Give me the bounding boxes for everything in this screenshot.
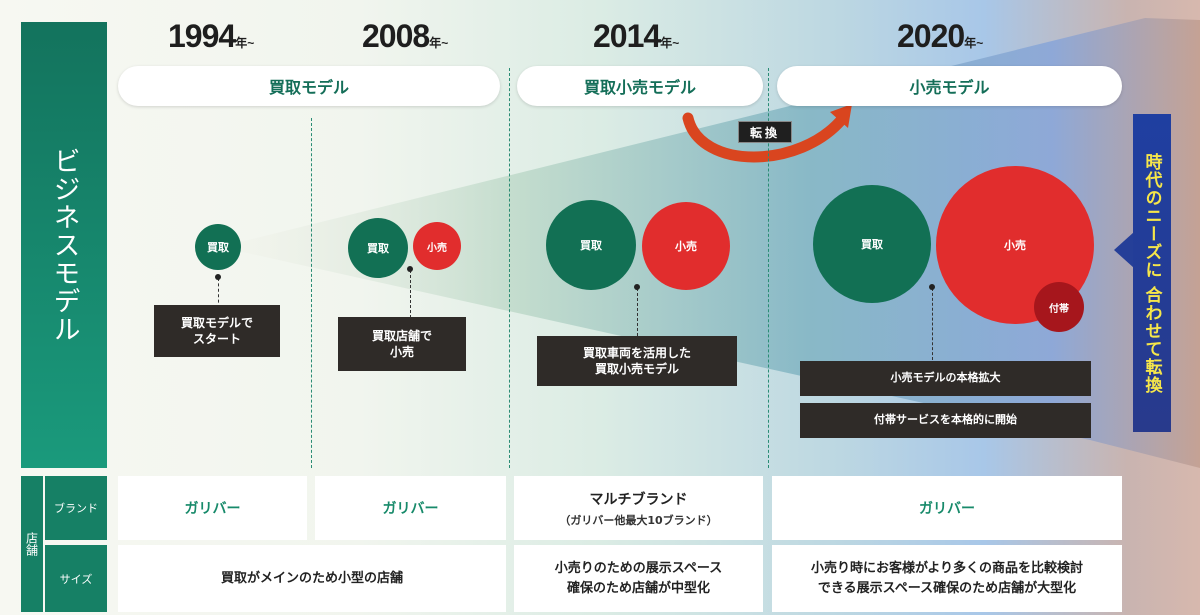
year-2020: 2020年~	[897, 18, 984, 54]
buy-retail-model-pill: 買取小売モデル	[517, 66, 763, 106]
business-model-label: ビジネスモデル	[48, 147, 80, 343]
brand-cell-1994: ガリバー	[118, 476, 307, 540]
store-header: 店舗	[21, 476, 43, 612]
year-1994: 1994年~	[168, 18, 255, 54]
size-header: サイズ	[45, 545, 107, 612]
connector-2008	[410, 270, 411, 318]
size-cell-2020: 小売り時にお客様がより多くの商品を比較検討 できる展示スペース確保のため店舗が大…	[772, 545, 1122, 612]
connector-2014	[637, 288, 638, 336]
retail-model-pill: 小売モデル	[777, 66, 1122, 106]
brand-header: ブランド	[45, 476, 107, 540]
dot-1994	[215, 274, 221, 280]
divider-2020	[768, 68, 769, 468]
divider-2008	[311, 118, 312, 468]
circle-retail-2014: 小売	[642, 202, 730, 290]
needs-banner: 時代のニーズに 合わせて転換	[1133, 114, 1171, 432]
brand-cell-2008: ガリバー	[315, 476, 506, 540]
brand-name: ガリバー	[919, 501, 975, 517]
business-model-header: ビジネスモデル	[21, 22, 107, 468]
note-2008: 買取店舗で 小売	[338, 317, 466, 371]
note-2020-retail: 小売モデルの本格拡大	[800, 361, 1091, 396]
dot-2008	[407, 266, 413, 272]
year-2008: 2008年~	[362, 18, 449, 54]
circle-buy-2008: 買取	[348, 218, 408, 278]
note-2014: 買取車両を活用した 買取小売モデル	[537, 336, 737, 386]
divider-2014	[509, 68, 510, 468]
brand-subnote: （ガリバー他最大10ブランド）	[559, 513, 718, 527]
circle-buy-1994: 買取	[195, 224, 241, 270]
needs-text: 時代のニーズに 合わせて転換	[1141, 152, 1162, 394]
connector-1994	[218, 278, 219, 308]
brand-cell-2020: ガリバー	[772, 476, 1122, 540]
circle-ancillary-2020: 付帯	[1034, 282, 1084, 332]
year-2014: 2014年~	[593, 18, 680, 54]
convert-label: 転換	[738, 121, 792, 143]
note-1994: 買取モデルで スタート	[154, 305, 280, 357]
buy-model-pill: 買取モデル	[118, 66, 500, 106]
size-cell-1994-2008: 買取がメインのため小型の店舗	[118, 545, 506, 612]
convert-arrow-head	[830, 104, 852, 128]
circle-buy-2014: 買取	[546, 200, 636, 290]
brand-cell-2014: マルチブランド （ガリバー他最大10ブランド）	[514, 476, 763, 540]
size-cell-2014: 小売りのための展示スペース 確保のため店舗が中型化	[514, 545, 763, 612]
brand-name: マルチブランド	[589, 491, 688, 508]
note-2020-ancillary: 付帯サービスを本格的に開始	[800, 403, 1091, 438]
circle-buy-2020: 買取	[813, 185, 931, 303]
circle-retail-2008: 小売	[413, 222, 461, 270]
needs-arrow	[1114, 232, 1134, 268]
brand-name: ガリバー	[184, 501, 241, 517]
connector-2020	[932, 288, 933, 360]
brand-name: ガリバー	[382, 501, 439, 517]
dot-2020	[929, 284, 935, 290]
dot-2014	[634, 284, 640, 290]
